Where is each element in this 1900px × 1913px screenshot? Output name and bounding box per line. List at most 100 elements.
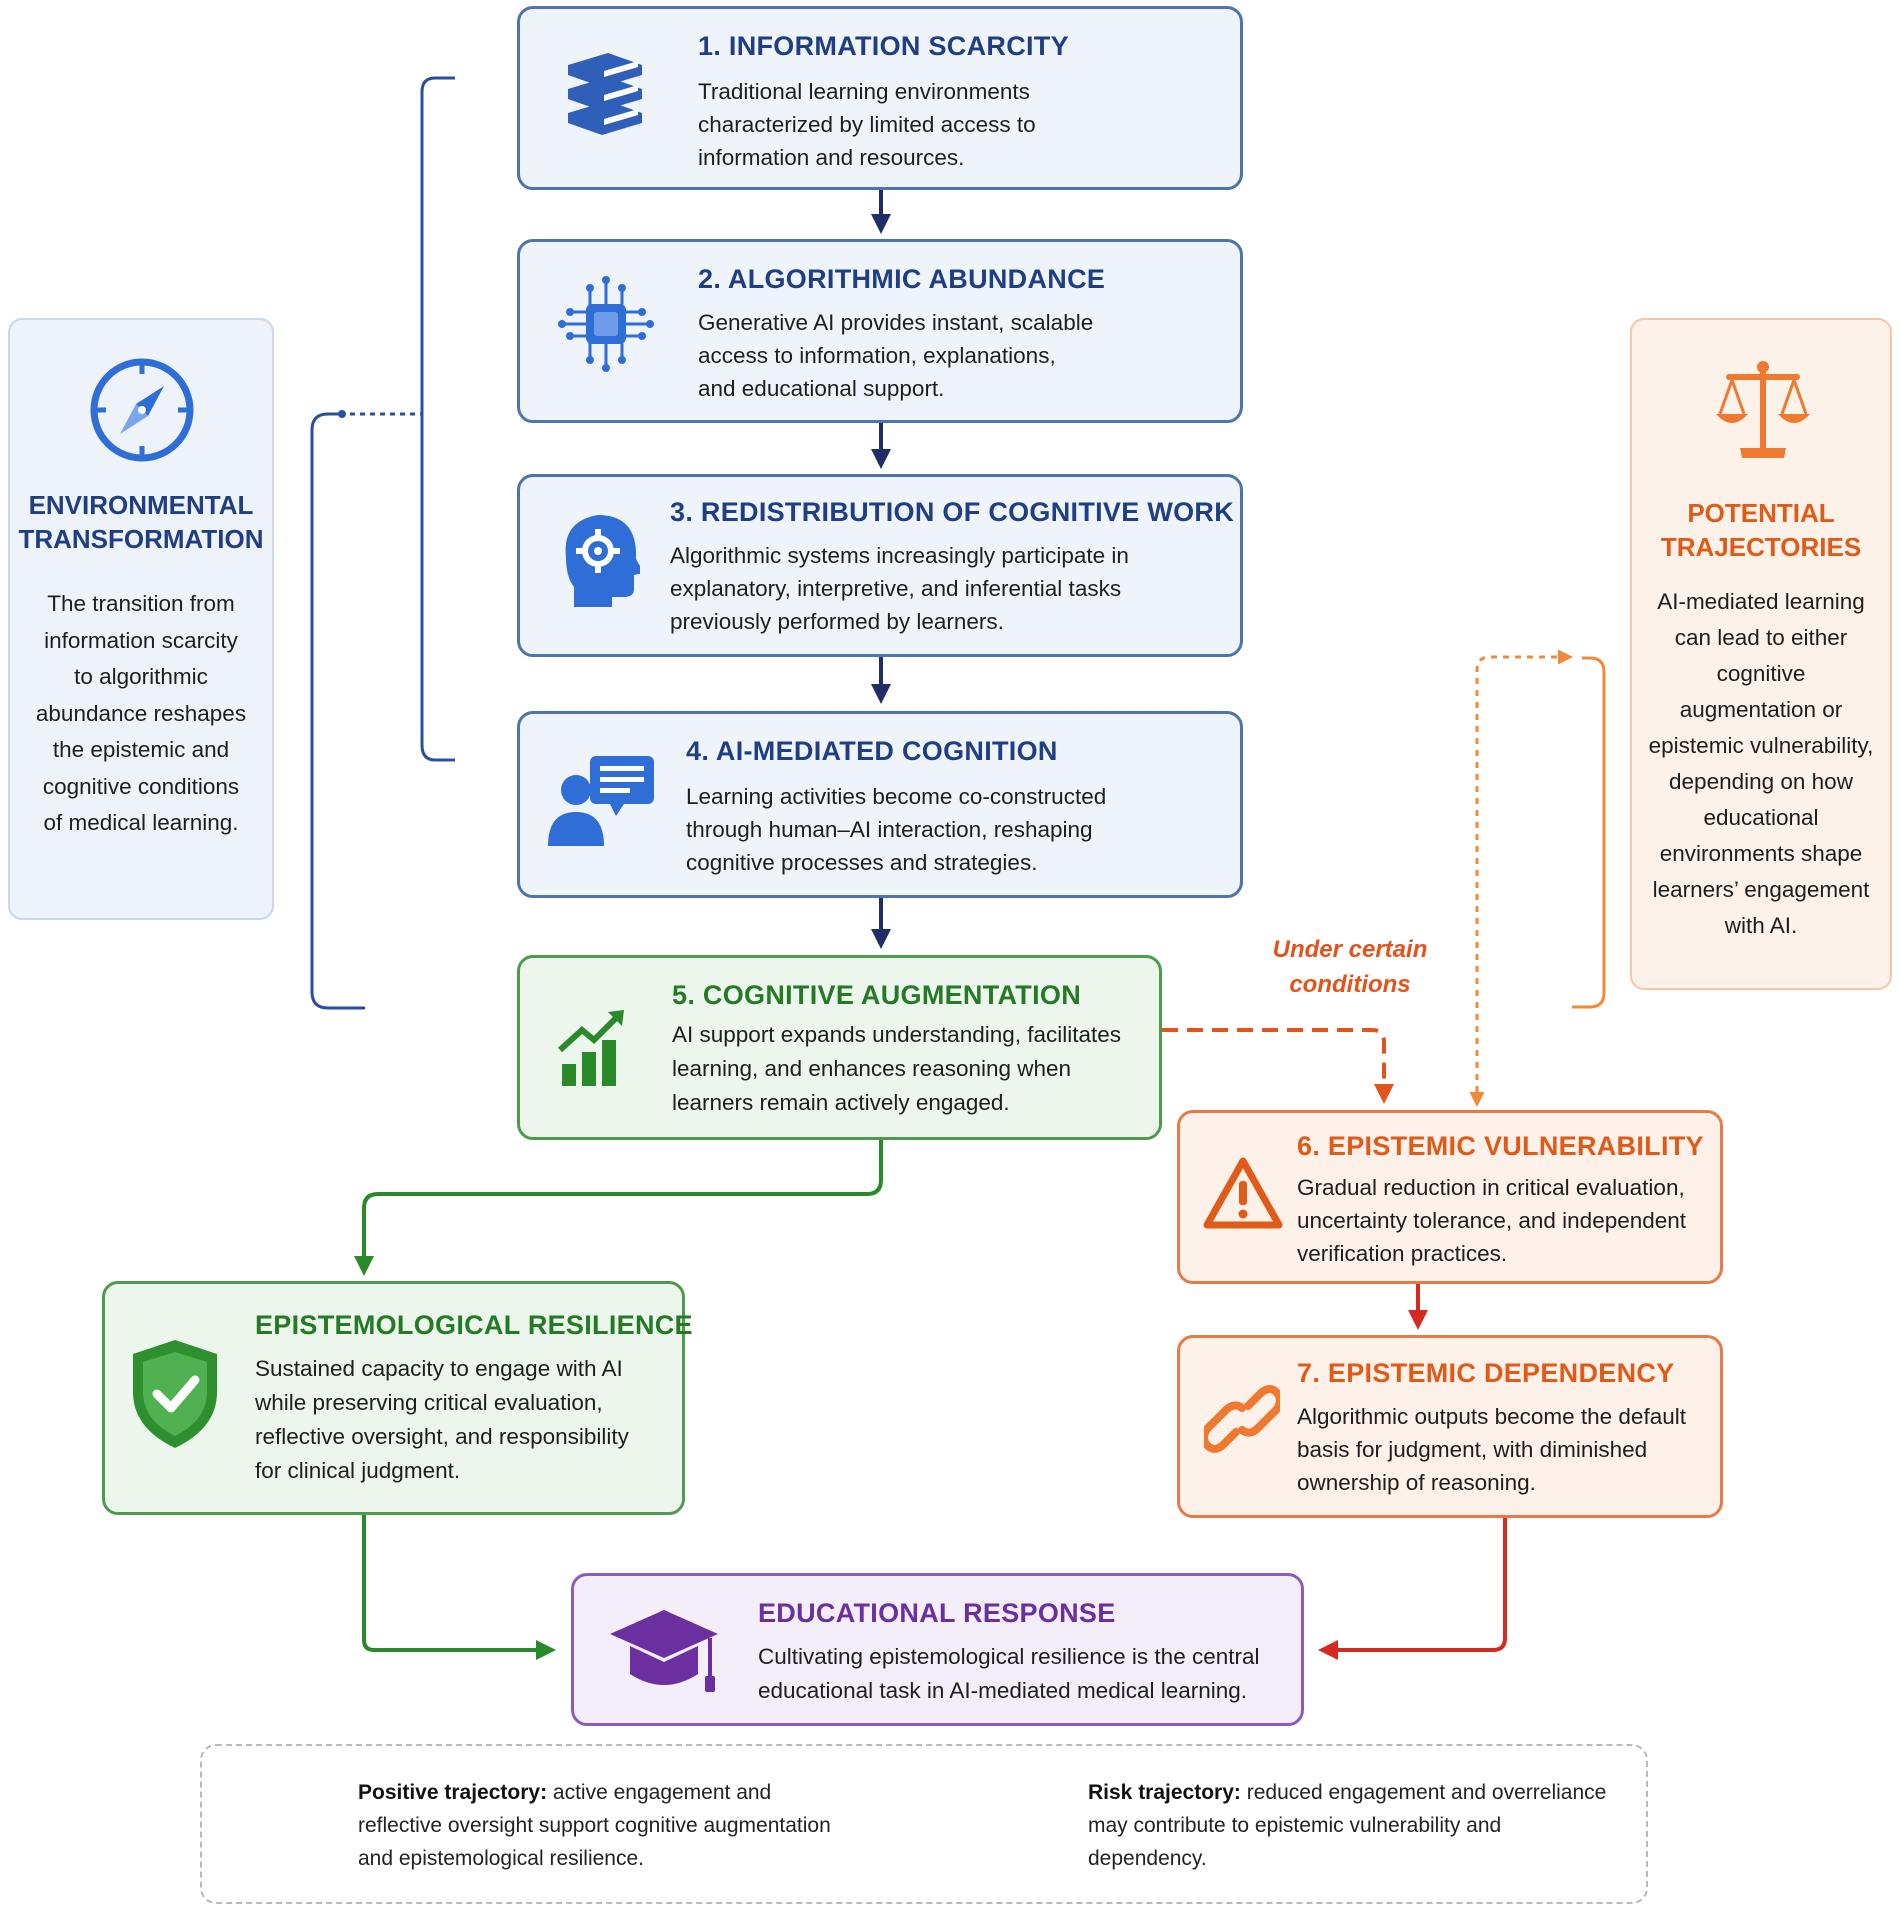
step-2-line: and educational support. — [698, 376, 945, 401]
arrow-resilience-to-response — [362, 1515, 556, 1660]
step-1-line: information and resources. — [698, 145, 965, 170]
right-panel-line: educational — [1703, 805, 1819, 830]
resilience-line: Sustained capacity to engage with AI — [255, 1356, 623, 1381]
step-7-line: basis for judgment, with diminished — [1297, 1437, 1648, 1462]
arrow-dependency-to-response — [1318, 1518, 1507, 1660]
resilience-line: for clinical judgment. — [255, 1458, 461, 1483]
left-panel-line: abundance reshapes — [35, 700, 247, 726]
step-6-line: verification practices. — [1297, 1241, 1508, 1266]
right-panel-line: with AI. — [1724, 913, 1798, 938]
step-redistribution-cognitive-work: 3. REDISTRIBUTION OF COGNITIVE WORK Algo… — [517, 474, 1243, 657]
bracket-right — [1572, 656, 1606, 1009]
right-panel-line: can lead to either — [1674, 625, 1848, 650]
step-3-line: Algorithmic systems increasingly partici… — [670, 543, 1129, 568]
right-panel-line: learners’ engagement — [1652, 877, 1870, 902]
step-6-line: Gradual reduction in critical evaluation… — [1297, 1175, 1685, 1200]
left-panel-line: cognitive conditions — [42, 773, 240, 799]
step-4-title: 4. AI-MEDIATED COGNITION — [686, 736, 1058, 766]
legend-risk-line: dependency. — [1088, 1847, 1207, 1870]
step-5-title: 5. COGNITIVE AUGMENTATION — [672, 980, 1082, 1010]
step-1-line: Traditional learning environments — [698, 79, 1030, 104]
step-2-line: Generative AI provides instant, scalable — [698, 310, 1094, 335]
warning-icon — [1203, 1157, 1283, 1229]
arrow-augmentation-to-vulnerability — [1162, 1028, 1394, 1104]
step-cognitive-augmentation: 5. COGNITIVE AUGMENTATION AI support exp… — [517, 955, 1162, 1140]
step-3-title: 3. REDISTRIBUTION OF COGNITIVE WORK — [670, 497, 1235, 527]
epistemological-resilience-box: EPISTEMOLOGICAL RESILIENCE Sustained cap… — [102, 1281, 693, 1515]
legend-risk: Risk trajectory: reduced engagement and … — [1088, 1776, 1606, 1875]
legend-box: Positive trajectory: active engagement a… — [200, 1744, 1648, 1904]
bracket-dot — [338, 410, 346, 418]
left-panel-line: The transition from — [47, 591, 235, 616]
compass-icon — [90, 358, 194, 462]
legend-positive-label: Positive trajectory: — [358, 1781, 548, 1804]
right-panel-line: environments shape — [1659, 841, 1863, 866]
environmental-transformation-panel: ENVIRONMENTAL TRANSFORMATION The transit… — [8, 318, 274, 920]
bracket-outer — [420, 76, 455, 762]
right-panel-title-line: POTENTIAL — [1687, 498, 1835, 528]
right-panel-line: AI-mediated learning — [1657, 589, 1865, 614]
step-7-line: ownership of reasoning. — [1297, 1470, 1536, 1495]
right-panel-line: depending on how — [1669, 769, 1853, 794]
resilience-title: EPISTEMOLOGICAL RESILIENCE — [255, 1310, 693, 1340]
step-4-line: cognitive processes and strategies. — [686, 850, 1038, 875]
growth-chart-icon — [558, 1010, 624, 1086]
chain-link-icon — [1204, 1385, 1280, 1453]
scales-icon — [1716, 361, 1810, 458]
head-gear-icon — [565, 515, 640, 607]
ai-chip-icon — [558, 276, 654, 372]
legend-positive-line: and epistemological resilience. — [358, 1847, 644, 1870]
shield-check-icon — [133, 1340, 217, 1448]
left-panel-line: to algorithmic — [74, 664, 208, 689]
legend-risk-line: may contribute to epistemic vulnerabilit… — [1088, 1814, 1502, 1837]
person-chat-icon — [548, 756, 654, 846]
step-5-line: AI support expands understanding, facili… — [672, 1022, 1122, 1047]
step-5-line: learning, and enhances reasoning when — [672, 1056, 1072, 1081]
condition-line: Under certain — [1272, 936, 1428, 963]
left-panel-line: information scarcity — [44, 627, 238, 653]
arrow-augmentation-to-resilience — [354, 1140, 883, 1276]
left-panel-title-line: TRANSFORMATION — [18, 524, 264, 554]
left-panel-line: the epistemic and — [52, 737, 230, 762]
step-5-line: learners remain actively engaged. — [672, 1090, 1010, 1115]
right-panel-line: epistemic vulnerability, — [1648, 733, 1874, 758]
step-epistemic-dependency: 7. EPISTEMIC DEPENDENCY Algorithmic outp… — [1177, 1335, 1723, 1518]
left-panel-line: of medical learning. — [43, 810, 239, 835]
step-3-line: previously performed by learners. — [670, 609, 1004, 634]
right-panel-line: augmentation or — [1679, 697, 1843, 722]
step-information-scarcity: 1. INFORMATION SCARCITY Traditional lear… — [517, 6, 1243, 190]
legend-positive-line: active engagement and — [547, 1781, 772, 1804]
step-7-line: Algorithmic outputs become the default — [1297, 1404, 1686, 1429]
legend-positive: Positive trajectory: active engagement a… — [358, 1776, 831, 1875]
books-icon — [568, 53, 642, 135]
step-2-title: 2. ALGORITHMIC ABUNDANCE — [698, 264, 1106, 294]
right-panel-title-line: TRAJECTORIES — [1660, 532, 1862, 562]
arrow-trajectories-link — [1469, 649, 1573, 1107]
response-title: EDUCATIONAL RESPONSE — [758, 1598, 1116, 1628]
legend-positive-line: reflective oversight support cognitive a… — [358, 1814, 831, 1837]
response-line: Cultivating epistemological resilience i… — [758, 1644, 1260, 1669]
step-1-line: characterized by limited access to — [698, 112, 1036, 137]
step-ai-mediated-cognition: 4. AI-MEDIATED COGNITION Learning activi… — [517, 711, 1243, 898]
legend-risk-label: Risk trajectory: — [1088, 1781, 1241, 1804]
step-epistemic-vulnerability: 6. EPISTEMIC VULNERABILITY Gradual reduc… — [1177, 1110, 1723, 1284]
response-line: educational task in AI-mediated medical … — [758, 1678, 1248, 1703]
step-1-title: 1. INFORMATION SCARCITY — [698, 31, 1069, 61]
condition-line: conditions — [1289, 971, 1411, 998]
bracket-inner — [310, 412, 365, 1010]
resilience-line: while preserving critical evaluation, — [255, 1390, 603, 1415]
graduation-cap-icon — [610, 1610, 718, 1692]
legend-risk-line: reduced engagement and overreliance — [1240, 1781, 1607, 1804]
step-7-title: 7. EPISTEMIC DEPENDENCY — [1297, 1358, 1675, 1388]
educational-response-box: EDUCATIONAL RESPONSE Cultivating epistem… — [571, 1573, 1304, 1726]
condition-label: Under certain conditions — [1240, 932, 1460, 1002]
step-algorithmic-abundance: 2. ALGORITHMIC ABUNDANCE Generative AI p… — [517, 239, 1243, 423]
step-4-line: through human–AI interaction, reshaping — [686, 817, 1093, 842]
step-6-title: 6. EPISTEMIC VULNERABILITY — [1297, 1131, 1704, 1161]
step-2-line: access to information, explanations, — [698, 343, 1056, 368]
step-4-line: Learning activities become co-constructe… — [686, 784, 1107, 809]
step-6-line: uncertainty tolerance, and independent — [1297, 1208, 1687, 1233]
resilience-line: reflective oversight, and responsibility — [255, 1424, 629, 1449]
potential-trajectories-panel: POTENTIAL TRAJECTORIES AI-mediated learn… — [1630, 318, 1892, 990]
